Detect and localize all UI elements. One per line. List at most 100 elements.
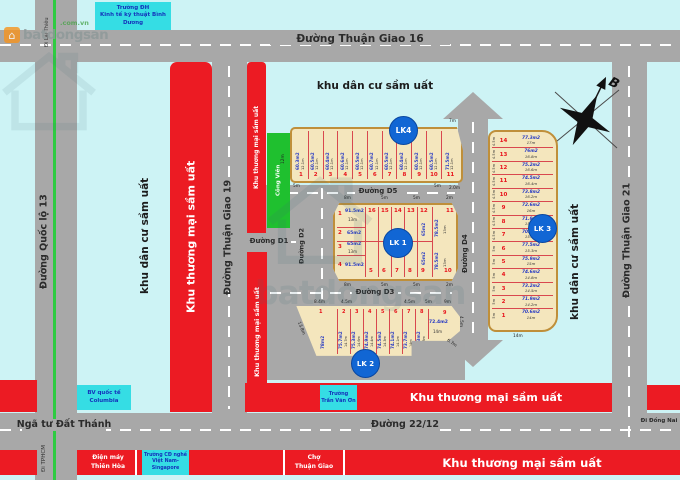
road-label-d5: Đường D5 xyxy=(355,186,401,197)
lot-number: 2 xyxy=(313,172,318,178)
commercial-strip-southeast xyxy=(647,385,680,410)
lot-area: 74.9m2 xyxy=(364,331,369,349)
lot-number: 7 xyxy=(501,232,506,239)
lot-number: 14 xyxy=(394,208,402,214)
lot-dim: 16m xyxy=(526,207,536,213)
lot-area: 76m2 xyxy=(524,149,538,155)
lk1-dim: 8m xyxy=(344,283,351,288)
tvo-line2: Trần Văn Ơn xyxy=(321,397,356,404)
intersection-label: Ngã tư Đất Thánh xyxy=(16,419,112,431)
road-label-d4: Đường D4 xyxy=(460,228,471,280)
lot-number: 10 xyxy=(430,172,438,178)
lot-width: 5m xyxy=(492,312,496,319)
hospital-line1: BV quốc tế xyxy=(87,390,121,397)
road-label-tg19: Đường Thuận Giao 19 xyxy=(221,179,235,295)
lot-width: 4.5m xyxy=(492,190,496,200)
lot-number: 16 xyxy=(368,208,376,214)
lot-dim: 14.3m xyxy=(383,336,387,347)
tvo-line1: Trường xyxy=(328,390,349,397)
lot-width: 4.5m xyxy=(492,150,496,160)
lot-width: 5m xyxy=(492,286,496,292)
lot-area: 91.5m2 xyxy=(345,209,364,214)
lot-number: 4 xyxy=(338,262,342,268)
lot-number: 7 xyxy=(407,309,411,315)
lot-area: 65m2 xyxy=(347,231,362,236)
lot-number: 8 xyxy=(402,172,407,178)
market-label: Chợ Thuận Giao xyxy=(285,452,343,473)
lot-area: 74.1m2 xyxy=(390,331,395,349)
commercial-strip-south-label: Khu thương mại sầm uất xyxy=(409,391,563,404)
lot-number: 2 xyxy=(342,309,346,315)
university-line2: Kinh tế kỹ thuật Bình Dương xyxy=(100,12,166,26)
arrow-up-icon xyxy=(443,92,503,119)
dir-tphcm-label: Đi TPHCM xyxy=(41,445,47,473)
lot-area: 73.7m2 xyxy=(403,331,408,349)
logo-house-icon: ⌂ xyxy=(4,27,20,43)
arrow-down-icon xyxy=(443,340,503,367)
lot-area: 74.5m2 xyxy=(377,331,382,349)
lot-area: 70.6m2 xyxy=(521,310,541,316)
lk2-dim: 5m xyxy=(425,300,432,305)
lot-area: 65m2 xyxy=(347,242,362,247)
logo-domain: .com.vn xyxy=(60,19,89,27)
road-label-ql13: Đường Quốc lộ 13 xyxy=(37,193,51,291)
lot-number: 10 xyxy=(444,268,452,274)
lot-dim: 14.4m xyxy=(370,336,374,347)
lot-number: 3 xyxy=(355,309,359,315)
lot-number: 14 xyxy=(499,138,508,145)
electronics-line2: Thiên Hòa xyxy=(90,462,126,470)
lot-dim: 14m xyxy=(433,329,442,334)
lk1-dim: 5m xyxy=(381,196,388,201)
lot-number: 8 xyxy=(420,309,424,315)
lot-number: 1 xyxy=(298,172,303,178)
lot-area: 73.8m2 xyxy=(521,189,541,195)
university-line1: Trường ĐH xyxy=(116,4,150,11)
park-strip: Công Viên xyxy=(267,133,290,228)
road-22-12 xyxy=(0,413,680,450)
lot-dim: 15m xyxy=(526,261,536,267)
dash-bottom-road xyxy=(0,429,680,431)
lot-area: 71.9m2 xyxy=(521,297,541,303)
college-box: Trường CĐ nghề Việt Nam- Singapore xyxy=(142,450,189,475)
lot-dim: 13m xyxy=(442,225,447,234)
hospital-line2: Columbia xyxy=(89,397,119,404)
lot-number: 8 xyxy=(501,218,506,225)
lot-number: 2 xyxy=(338,230,342,236)
commercial-strip-west: Khu thương mại sầm uất xyxy=(170,62,212,412)
lot-dim: 17m xyxy=(526,140,536,146)
lot-number: 9 xyxy=(421,268,425,274)
lot-depth: 12.1m xyxy=(374,158,379,170)
lk2-dim: 4.5m xyxy=(341,300,353,305)
lot-number: 5 xyxy=(381,309,385,315)
lot-number: 11 xyxy=(499,178,508,185)
road-label-d2: Đường D2 xyxy=(296,222,307,270)
college-line2: Việt Nam- Singapore xyxy=(151,459,180,471)
dash-d3 xyxy=(250,292,452,294)
lk1-dim: 5m xyxy=(381,283,388,288)
lot-area: 77.3m2 xyxy=(521,135,541,141)
divider xyxy=(343,450,345,475)
lot-dim: 14.7m xyxy=(344,336,348,347)
lot-number: 12 xyxy=(420,208,428,214)
lot-number: 4 xyxy=(501,272,506,279)
lot-number: 1 xyxy=(338,211,342,217)
lot-width: 4.5m xyxy=(492,230,496,240)
block-lk2: 1 78m2 2 75.7m2 14.7m 3 75.3m2 14.6m 4 7… xyxy=(296,306,460,356)
lk1-dim: 2m xyxy=(446,196,453,201)
lot-width: 4.5m xyxy=(492,136,496,146)
lot-dim: 13m xyxy=(348,217,357,222)
lot-area: 78m2 xyxy=(320,335,325,349)
lot-number: 12 xyxy=(499,165,508,172)
lot-depth: 12.1m xyxy=(300,158,305,170)
lot-depth: 12.1m xyxy=(315,158,320,170)
